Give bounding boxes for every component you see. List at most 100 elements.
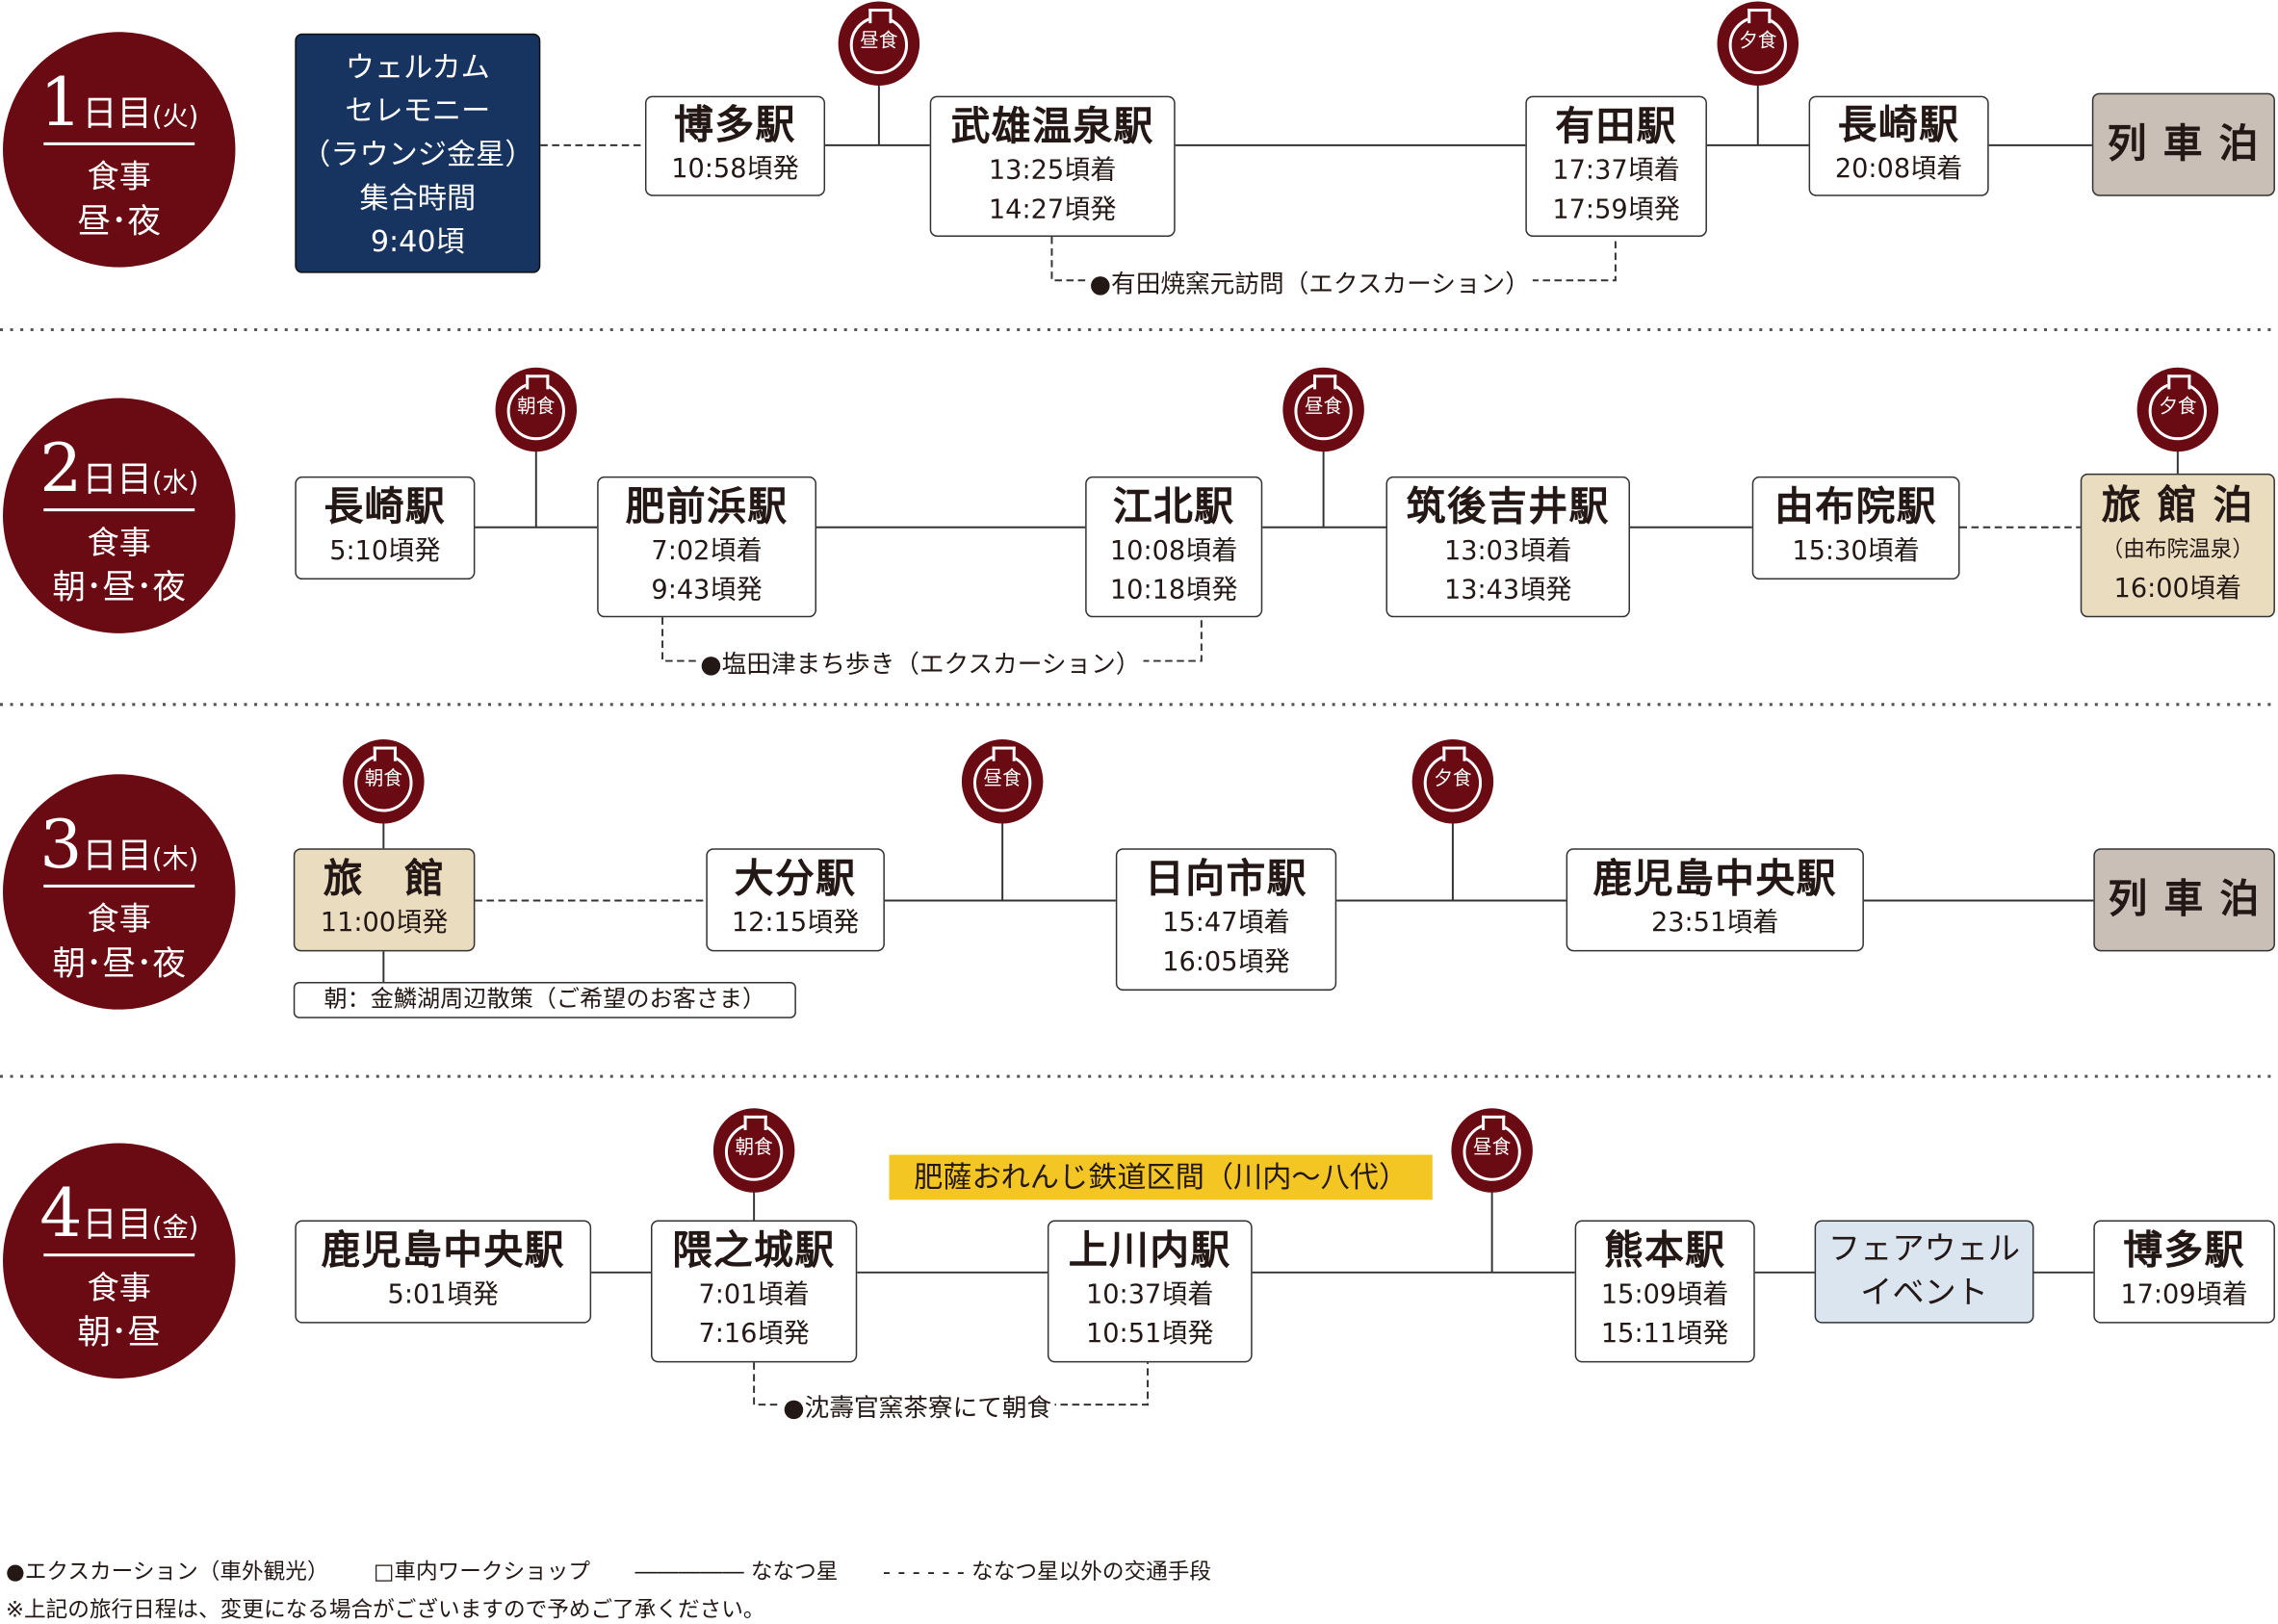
- station-name: 肥前浜駅: [625, 484, 789, 529]
- time: 17:59頃発: [1552, 193, 1680, 225]
- legend-excursion: ●エクスカーション（車外観光）: [6, 1559, 329, 1585]
- station-name: 武雄温泉駅: [950, 103, 1154, 149]
- breakfast-icon: 朝食: [712, 1108, 795, 1193]
- station-name: 隈之城駅: [672, 1228, 836, 1275]
- meal-label: 昼食: [1473, 1137, 1512, 1160]
- label: 旅 館 泊: [2101, 482, 2254, 528]
- excursion-label: ●塩田津まち歩き（エクスカーション）: [697, 643, 1144, 681]
- time: 16:05頃発: [1162, 946, 1290, 978]
- station-name: 長崎駅: [1837, 103, 1960, 148]
- lunch-icon: 昼食: [1451, 1108, 1533, 1193]
- time: 13:43頃発: [1443, 574, 1572, 606]
- excursion-label: ●沈壽官窯茶寮にて朝食: [780, 1386, 1055, 1424]
- station-kagoshima-chuo: 鹿児島中央駅 5:01頃発: [295, 1220, 592, 1324]
- day-number: 4: [39, 1173, 83, 1252]
- day-1-badge: 1日目(火) 食事昼･夜: [3, 32, 236, 268]
- time: 10:51頃発: [1085, 1319, 1214, 1350]
- station-name: 上川内駅: [1068, 1228, 1231, 1275]
- meal-label: 昼食: [860, 30, 898, 53]
- breakfast-icon: 朝食: [495, 367, 578, 452]
- station-nagasaki: 長崎駅 20:08頃着: [1808, 95, 1989, 196]
- station-nagasaki: 長崎駅 5:10頃発: [295, 476, 476, 580]
- station-takeo-onsen: 武雄温泉駅 13:25頃着 14:27頃発: [929, 95, 1176, 237]
- overnight-train: 列 車 泊: [2093, 848, 2275, 952]
- weekday: (金): [151, 1212, 199, 1244]
- time: 10:58頃発: [671, 153, 799, 185]
- location: （由布院温泉）: [2101, 535, 2255, 562]
- time: 7:02頃着: [651, 535, 763, 566]
- time: 7:16頃発: [698, 1319, 810, 1350]
- station-name: 鹿児島中央駅: [321, 1228, 565, 1275]
- legend-other-transport: - - - - - - ななつ星以外の交通手段: [882, 1559, 1212, 1585]
- line: 9:40頃: [370, 222, 465, 258]
- time: 5:01頃発: [387, 1279, 499, 1311]
- lunch-icon: 昼食: [838, 1, 920, 87]
- station-hyuga-shi: 日向市駅 15:47頃着 16:05頃発: [1115, 848, 1337, 992]
- time: 14:27頃発: [988, 193, 1117, 225]
- time: 11:00頃発: [320, 908, 449, 939]
- meal-label: 夕食: [1739, 30, 1777, 53]
- time: 17:37頃着: [1552, 154, 1680, 186]
- station-name: 日向市駅: [1145, 857, 1308, 903]
- day-label: 日目: [82, 458, 152, 501]
- ryokan-stay: 旅 館 泊（由布院温泉）16:00頃着: [2080, 473, 2275, 618]
- meals: 昼･夜: [77, 203, 162, 242]
- day-label: 日目: [82, 835, 152, 876]
- station-name: 博多駅: [2123, 1228, 2246, 1275]
- time: 13:03頃着: [1443, 535, 1572, 566]
- legend: ●エクスカーション（車外観光） □車内ワークショップ ――――― ななつ星 - …: [6, 1556, 1249, 1586]
- station-name: 長崎駅: [324, 484, 447, 530]
- meals-label: 食事: [87, 902, 151, 939]
- time: 10:18頃発: [1109, 574, 1238, 606]
- meals: 朝･昼･夜: [52, 945, 187, 984]
- time: 13:25頃着: [988, 154, 1117, 186]
- meals-label: 食事: [87, 1271, 151, 1308]
- divider: [43, 508, 195, 512]
- meal-label: 昼食: [1304, 396, 1343, 419]
- day-3-badge: 3日目(木) 食事朝･昼･夜: [3, 774, 236, 1010]
- meal-label: 朝食: [517, 396, 556, 419]
- meal-label: 朝食: [735, 1137, 773, 1160]
- time: 20:08頃着: [1834, 153, 1963, 185]
- day-2-badge: 2日目(水) 食事朝･昼･夜: [3, 398, 236, 633]
- meals-label: 食事: [87, 159, 151, 196]
- overnight-train: 列 車 泊: [2091, 92, 2275, 196]
- day-label: 日目: [82, 1203, 152, 1246]
- weekday: (火): [151, 101, 199, 133]
- line: セレモニー: [345, 91, 491, 128]
- meals: 朝･昼: [77, 1314, 162, 1353]
- divider: [43, 884, 195, 888]
- label: 列 車 泊: [2107, 120, 2260, 167]
- line: 集合時間: [359, 179, 477, 215]
- time: 5:10頃発: [329, 535, 441, 567]
- time: 15:11頃発: [1600, 1319, 1729, 1350]
- line: イベント: [1860, 1275, 1988, 1311]
- station-name: 由布院駅: [1774, 484, 1938, 530]
- optional-walk-note: 朝：金鱗湖周辺散策（ご希望のお客さま）: [293, 982, 796, 1018]
- station-chikugo-yoshii: 筑後吉井駅 13:03頃着 13:43頃発: [1385, 476, 1630, 618]
- time: 12:15頃発: [731, 908, 860, 939]
- weekday: (水): [151, 467, 199, 499]
- divider: [43, 142, 195, 145]
- lunch-icon: 昼食: [961, 739, 1044, 824]
- station-name: 筑後吉井駅: [1406, 484, 1610, 529]
- line: （ラウンジ金星）: [301, 136, 534, 171]
- dinner-icon: 夕食: [1717, 1, 1799, 87]
- meal-label: 夕食: [2159, 396, 2197, 419]
- legend-nanatsuboshi-line: ――――― ななつ星: [634, 1559, 839, 1585]
- time: 15:47頃着: [1162, 908, 1290, 939]
- meal-label: 朝食: [364, 768, 402, 790]
- breakfast-icon: 朝食: [343, 739, 425, 824]
- dinner-icon: 夕食: [1411, 739, 1494, 824]
